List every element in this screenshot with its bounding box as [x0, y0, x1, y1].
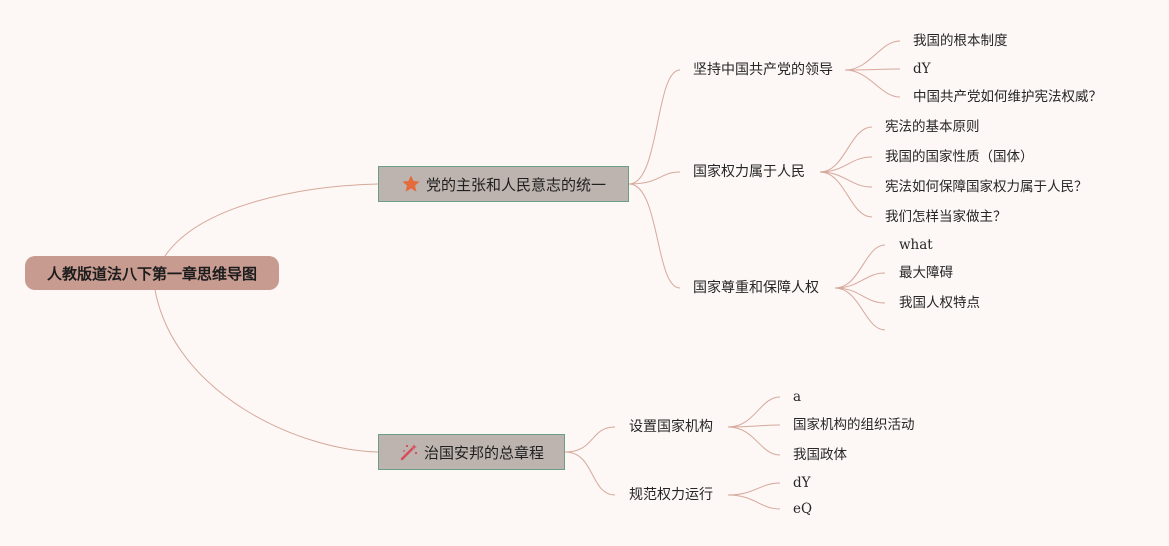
- leaf-form-of-government[interactable]: 我国政体: [793, 447, 847, 463]
- connector-branch2-sub2: [564, 451, 616, 496]
- connector-branch1-sub2: [628, 171, 681, 185]
- leaf-a[interactable]: a: [793, 389, 802, 405]
- connector-root-branch2: [154, 289, 379, 453]
- branch-label: 党的主张和人民意志的统一: [425, 175, 606, 194]
- topic-regulate-power[interactable]: 规范权力运行: [629, 487, 713, 503]
- root-label: 人教版道法八下第一章思维导图: [46, 264, 257, 283]
- connector-branch1-sub3: [628, 183, 681, 289]
- leaf-biggest-obstacle[interactable]: 最大障碍: [899, 265, 953, 281]
- connector-branch1-sub1: [628, 69, 681, 185]
- leaf-eq[interactable]: eQ: [793, 501, 813, 517]
- topic-respect-human-rights[interactable]: 国家尊重和保障人权: [693, 280, 819, 296]
- branch-label: 治国安邦的总章程: [423, 443, 544, 462]
- topic-uphold-party-leadership[interactable]: 坚持中国共产党的领导: [693, 62, 833, 78]
- branch-party-people-unity[interactable]: 党的主张和人民意志的统一: [378, 166, 629, 202]
- leaf-dy[interactable]: dY: [913, 61, 931, 77]
- leaf-constitution-principles[interactable]: 宪法的基本原则: [885, 119, 980, 135]
- connector-branch2-sub1: [564, 426, 616, 453]
- leaf-fundamental-system[interactable]: 我国的根本制度: [913, 33, 1008, 49]
- topic-set-state-organs[interactable]: 设置国家机构: [629, 419, 713, 435]
- leaf-state-nature[interactable]: 我国的国家性质（国体）: [885, 149, 1034, 165]
- magic-wand-icon: [399, 442, 419, 462]
- topic-power-belongs-to-people[interactable]: 国家权力属于人民: [693, 164, 805, 180]
- leaf-constitution-guarantee-power[interactable]: 宪法如何保障国家权力属于人民？: [885, 179, 1088, 195]
- branch-governance-charter[interactable]: 治国安邦的总章程: [378, 434, 565, 470]
- leaf-how-be-masters[interactable]: 我们怎样当家做主？: [885, 209, 1007, 225]
- star-icon: [401, 174, 421, 194]
- root-node[interactable]: 人教版道法八下第一章思维导图: [25, 256, 279, 290]
- leaf-what[interactable]: what: [899, 237, 933, 253]
- connector-root-branch1: [164, 183, 379, 257]
- leaf-dy-2[interactable]: dY: [793, 475, 811, 491]
- leaf-party-safeguard-constitution[interactable]: 中国共产党如何维护宪法权威？: [913, 89, 1102, 105]
- leaf-human-rights-features[interactable]: 我国人权特点: [899, 295, 980, 311]
- leaf-state-organs-activities[interactable]: 国家机构的组织活动: [793, 417, 915, 433]
